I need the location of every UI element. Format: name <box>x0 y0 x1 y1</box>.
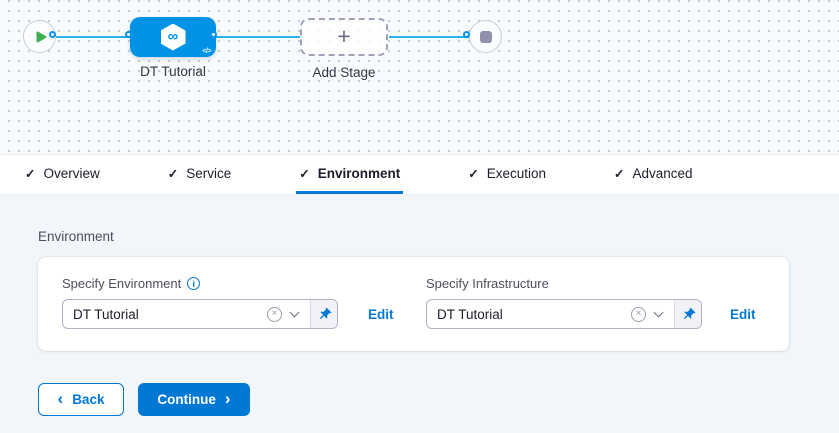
connector-port <box>463 31 470 38</box>
stage-label: DT Tutorial <box>140 64 206 79</box>
tab-label: Environment <box>317 165 401 181</box>
add-stage-label: Add Stage <box>312 65 376 80</box>
pin-button[interactable] <box>310 300 337 328</box>
environment-select-value: DT Tutorial <box>73 306 139 322</box>
edit-infrastructure-link[interactable]: Edit <box>730 306 756 322</box>
check-icon: ✓ <box>25 166 36 181</box>
code-icon: </> <box>202 48 211 55</box>
tab-service[interactable]: ✓ Service <box>165 155 235 194</box>
pipeline-canvas[interactable]: ∞ </> DT Tutorial + Add Stage <box>0 0 839 155</box>
environment-field: Specify Environment i DT Tutorial × <box>62 276 426 332</box>
tab-label: Advanced <box>632 165 693 181</box>
plus-icon: + <box>337 22 351 49</box>
stage-node-dt-tutorial[interactable]: ∞ </> <box>130 17 216 57</box>
environment-field-label-row: Specify Environment i <box>62 276 426 291</box>
infinity-icon: ∞ <box>167 28 179 45</box>
check-icon: ✓ <box>614 166 625 181</box>
tab-label: Overview <box>43 165 100 181</box>
tab-environment[interactable]: ✓ Environment <box>296 155 404 194</box>
environment-section-heading: Environment <box>38 229 114 244</box>
pipeline-end-node <box>469 20 502 53</box>
pin-button[interactable] <box>674 300 701 328</box>
infrastructure-field-label: Specify Infrastructure <box>426 276 549 291</box>
infrastructure-field-label-row: Specify Infrastructure <box>426 276 756 291</box>
connector-port <box>210 31 217 38</box>
tab-overview[interactable]: ✓ Overview <box>22 155 103 194</box>
continue-button[interactable]: Continue › <box>138 383 250 416</box>
connector-line <box>54 36 131 38</box>
pin-icon <box>683 307 695 319</box>
back-button[interactable]: ‹ Back <box>38 383 124 416</box>
continue-button-label: Continue <box>157 392 216 407</box>
pin-icon <box>319 307 331 319</box>
connector-line <box>389 36 471 38</box>
infrastructure-field: Specify Infrastructure DT Tutorial × Edi <box>426 276 756 332</box>
cd-hexagon-icon: ∞ <box>160 23 186 51</box>
infrastructure-select[interactable]: DT Tutorial × <box>426 299 702 329</box>
clear-icon[interactable]: × <box>631 306 646 322</box>
tab-label: Execution <box>486 165 547 181</box>
connector-port <box>49 31 56 38</box>
stage-tabbar: ✓ Overview ✓ Service ✓ Environment ✓ Exe… <box>0 155 839 195</box>
check-icon: ✓ <box>468 166 479 181</box>
environment-field-label: Specify Environment <box>62 276 182 291</box>
chevron-down-icon[interactable] <box>289 307 300 318</box>
check-icon: ✓ <box>167 166 179 181</box>
environment-select[interactable]: DT Tutorial × <box>62 299 338 329</box>
infrastructure-controls: DT Tutorial × Edit <box>426 299 756 329</box>
check-icon: ✓ <box>299 166 310 181</box>
back-button-label: Back <box>72 392 105 407</box>
add-stage-button[interactable]: + <box>300 18 388 56</box>
tab-execution[interactable]: ✓ Execution <box>465 155 549 194</box>
chevron-down-icon[interactable] <box>653 307 664 318</box>
environment-controls: DT Tutorial × Edit <box>62 299 426 329</box>
chevron-right-icon: › <box>224 389 231 408</box>
edit-environment-link[interactable]: Edit <box>368 306 394 322</box>
infrastructure-select-value: DT Tutorial <box>437 306 503 322</box>
chevron-left-icon: ‹ <box>57 389 64 408</box>
stop-icon <box>479 30 492 43</box>
connector-line <box>216 36 303 38</box>
tab-label: Service <box>186 165 232 181</box>
connector-port <box>125 31 132 38</box>
info-icon[interactable]: i <box>187 277 201 290</box>
environment-card: Specify Environment i DT Tutorial × <box>38 257 789 351</box>
tab-advanced[interactable]: ✓ Advanced <box>611 155 696 194</box>
clear-icon[interactable]: × <box>267 306 282 322</box>
environment-tab-content: Environment Specify Environment i DT Tut… <box>0 195 839 433</box>
wizard-footer: ‹ Back Continue › <box>38 383 801 416</box>
play-icon <box>36 31 46 42</box>
